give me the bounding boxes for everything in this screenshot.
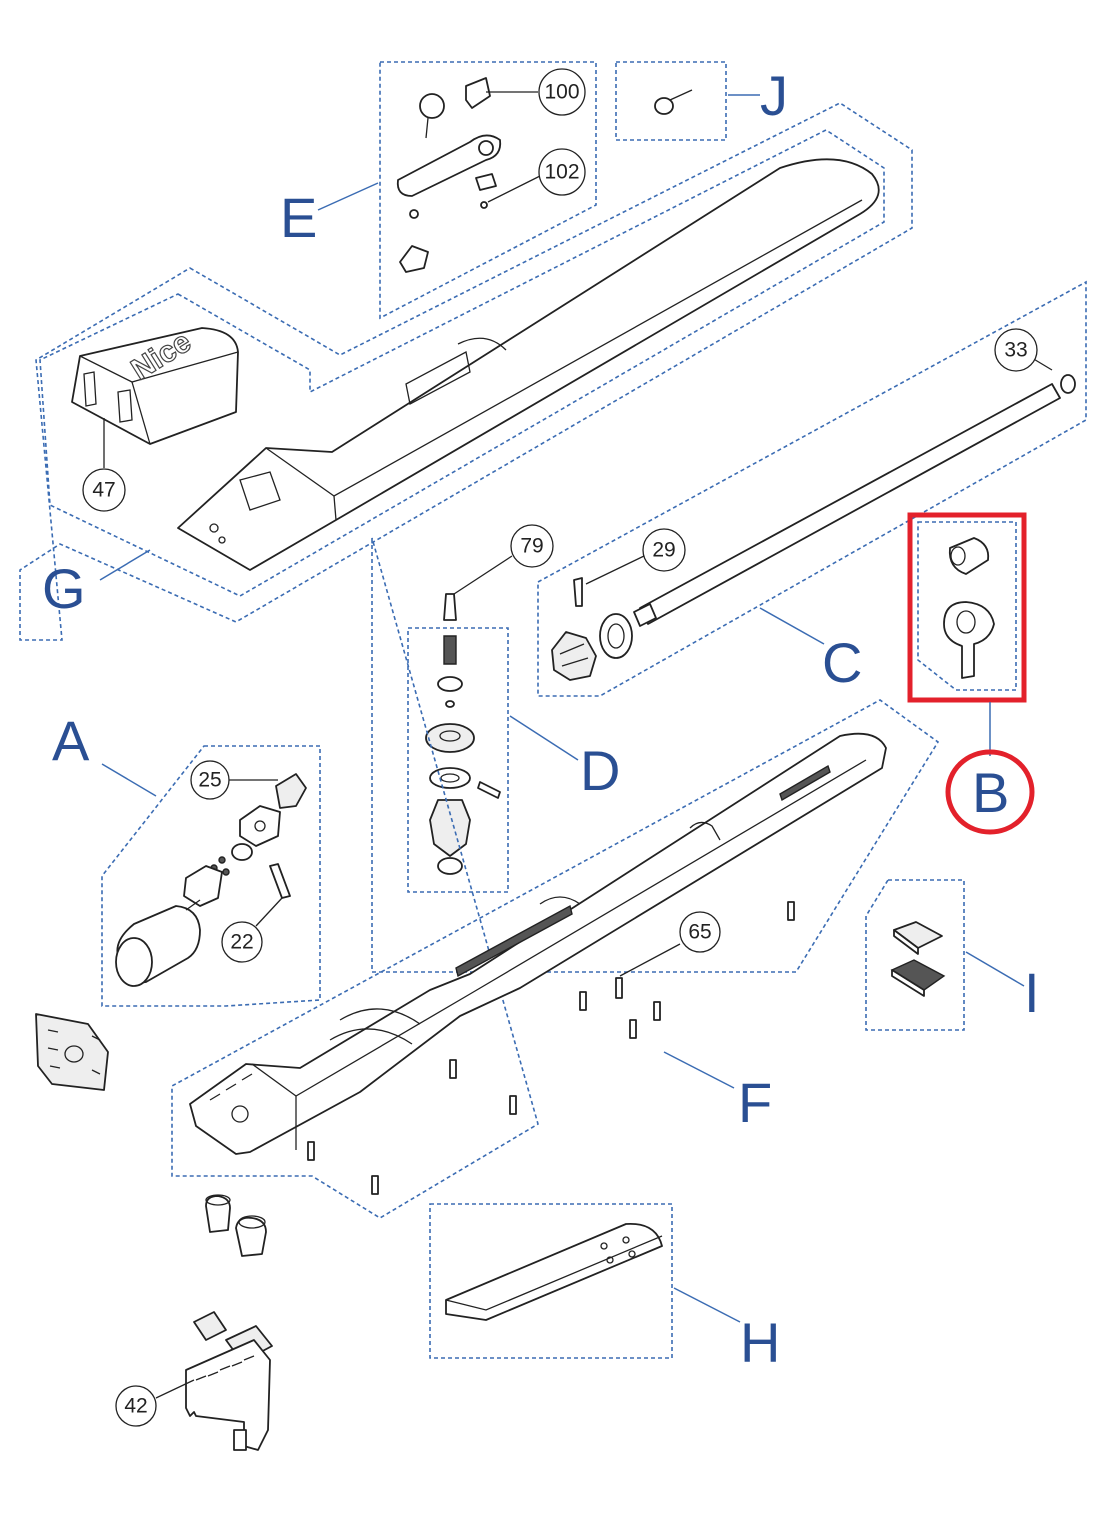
group-a: A 25 22 xyxy=(52,709,321,1007)
callout-79: 79 xyxy=(520,535,543,558)
group-f-label: F xyxy=(738,1071,772,1134)
gear-assembly-parts xyxy=(425,593,501,875)
group-d-border xyxy=(407,627,509,893)
mounting-plate xyxy=(445,1223,663,1321)
group-f-border xyxy=(171,537,940,1219)
group-d: D 79 xyxy=(407,524,620,893)
group-i-label: I xyxy=(1024,961,1040,1024)
group-b-highlight-box xyxy=(907,512,1027,703)
group-i: I xyxy=(865,879,1040,1031)
encoder-plate xyxy=(35,1013,109,1091)
callout-100: 100 xyxy=(544,81,579,104)
callout-25: 25 xyxy=(198,769,221,792)
callout-33: 33 xyxy=(1004,339,1027,362)
group-j-label: J xyxy=(760,64,788,127)
nice-cover-cap: Nice xyxy=(71,325,239,445)
drive-shaft xyxy=(551,374,1076,681)
group-i-border xyxy=(865,879,965,1031)
callout-42: 42 xyxy=(124,1395,147,1418)
release-key xyxy=(654,89,693,115)
group-c-label: C xyxy=(822,631,862,694)
group-f: F 65 xyxy=(171,537,940,1219)
mount-pads xyxy=(890,921,946,997)
group-h-border xyxy=(429,1203,673,1359)
group-a-label: A xyxy=(52,709,90,772)
base-screws xyxy=(307,901,795,1195)
group-b-highlight-circle xyxy=(945,749,1035,835)
group-b-border xyxy=(917,521,1017,691)
top-cover xyxy=(177,158,880,571)
group-g-border xyxy=(19,102,913,641)
group-h: H xyxy=(429,1203,780,1374)
terminal-block xyxy=(185,1311,273,1451)
group-g-label: G xyxy=(42,557,86,620)
group-c-border xyxy=(537,280,1087,697)
group-a-border xyxy=(101,745,321,1007)
group-e-label: E xyxy=(280,186,317,249)
callout-102: 102 xyxy=(544,161,579,184)
group-b: B xyxy=(907,512,1035,835)
release-lever-parts xyxy=(396,77,502,273)
callout-29: 29 xyxy=(652,539,675,562)
group-b-label: B xyxy=(972,761,1009,824)
base-housing xyxy=(189,732,887,1155)
group-d-label: D xyxy=(580,739,620,802)
group-g: G Nice 47 xyxy=(19,102,913,641)
callout-47: 47 xyxy=(92,479,115,502)
bushings xyxy=(205,1194,267,1257)
group-c: C 29 33 xyxy=(537,280,1087,697)
motor-parts xyxy=(115,773,307,987)
callout-22: 22 xyxy=(230,931,253,954)
group-h-label: H xyxy=(740,1311,780,1374)
callout-65: 65 xyxy=(688,921,711,944)
group-j-border xyxy=(615,61,727,141)
group-j: J xyxy=(615,61,788,141)
group-e-border xyxy=(379,61,597,320)
release-cam-parts xyxy=(943,537,995,679)
group-e: E 100 102 xyxy=(280,61,597,320)
